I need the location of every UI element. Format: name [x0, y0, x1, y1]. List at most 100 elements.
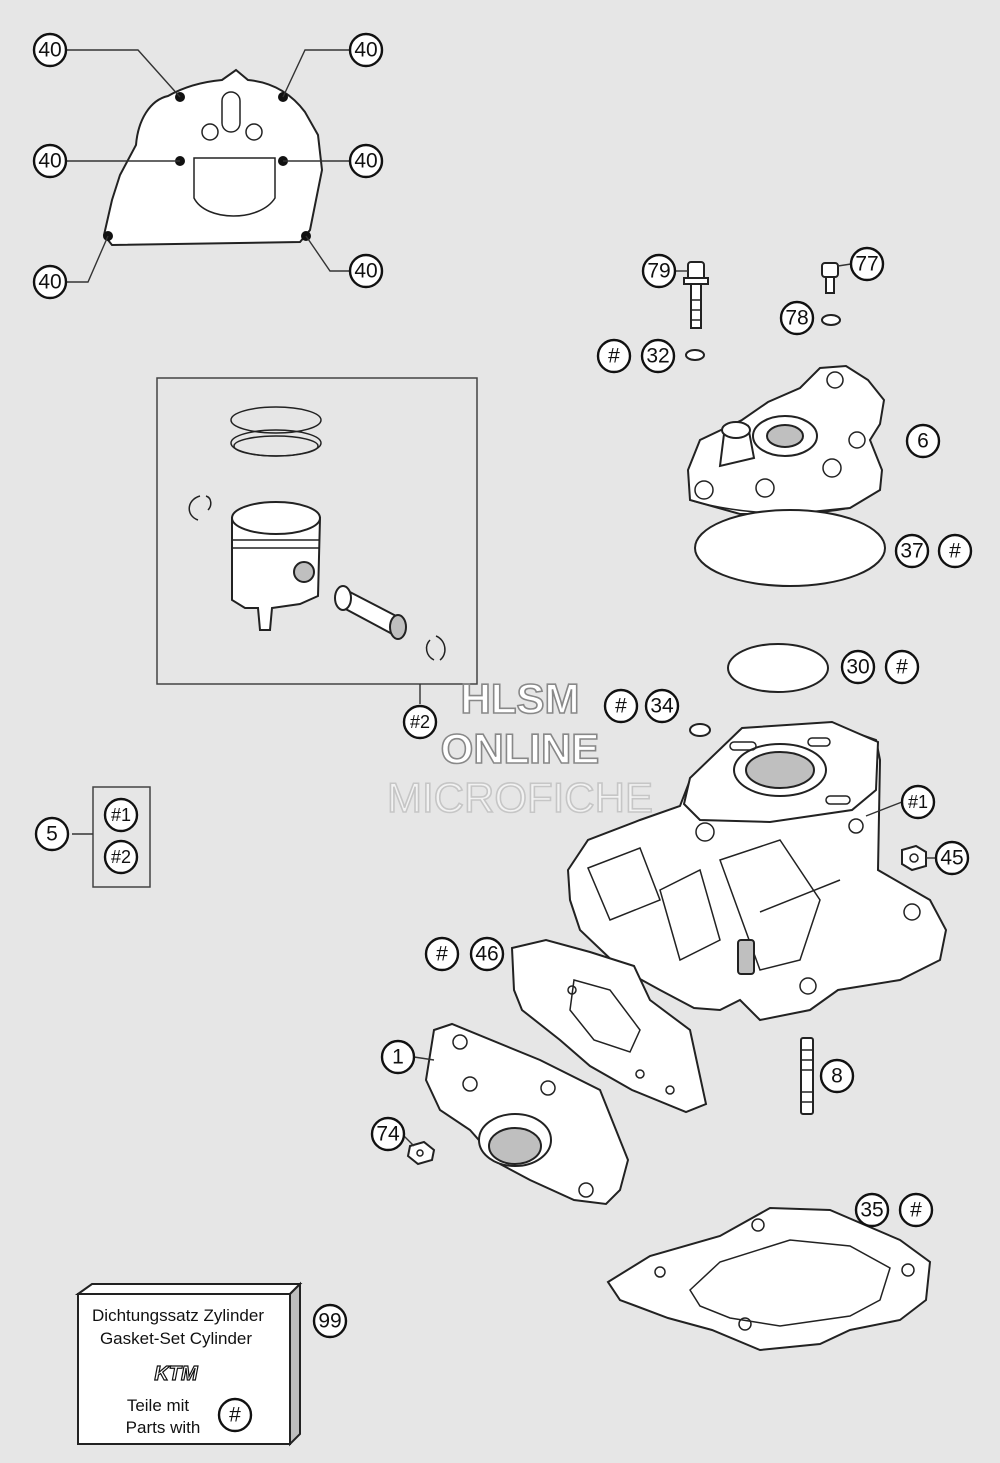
svg-text:#: #	[229, 1404, 241, 1427]
callout-40-mid-right[interactable]: 40	[348, 143, 384, 179]
callout-37-hash[interactable]: #	[937, 533, 973, 569]
svg-text:40: 40	[38, 150, 61, 173]
svg-text:78: 78	[785, 307, 808, 330]
svg-text:#: #	[896, 656, 908, 679]
svg-text:45: 45	[940, 847, 963, 870]
svg-text:40: 40	[354, 39, 377, 62]
callout-32[interactable]: 32	[640, 338, 676, 374]
ktm-logo: KTM	[154, 1363, 199, 1385]
gasket-box-line4: Parts with	[126, 1418, 201, 1437]
callout-40-top-right[interactable]: 40	[348, 32, 384, 68]
svg-text:35: 35	[860, 1199, 883, 1222]
callout-35-hash[interactable]: #	[898, 1192, 934, 1228]
watermark: HLSM ONLINE MICROFICHE	[386, 674, 654, 822]
svg-text:6: 6	[917, 430, 929, 453]
callout-37[interactable]: 37	[894, 533, 930, 569]
callout-40-bottom-right[interactable]: 40	[348, 253, 384, 289]
svg-text:#1: #1	[908, 792, 928, 812]
callout-32-hash[interactable]: #	[596, 338, 632, 374]
gasket-box-line2: Gasket-Set Cylinder	[100, 1329, 252, 1348]
screw-77	[821, 262, 839, 294]
svg-text:#: #	[910, 1199, 922, 1222]
base-gasket-top	[102, 68, 324, 247]
svg-text:77: 77	[855, 253, 878, 276]
circlip-right	[425, 635, 446, 661]
circlip-left	[188, 495, 212, 521]
callout-piston-kit[interactable]: #2	[402, 704, 438, 740]
callout-30-hash[interactable]: #	[884, 649, 920, 685]
washer-78	[821, 314, 841, 326]
svg-text:#1: #1	[111, 805, 131, 825]
svg-text:#: #	[608, 345, 620, 368]
gasket-box-line1: Dichtungssatz Zylinder	[92, 1306, 264, 1325]
svg-text:#2: #2	[111, 847, 131, 867]
intake-flange	[424, 1022, 630, 1206]
callout-cylinder[interactable]: #1	[900, 784, 936, 820]
callout-30[interactable]: 30	[840, 649, 876, 685]
svg-text:#2: #2	[410, 712, 430, 732]
base-gasket-leaders	[66, 49, 349, 283]
svg-text:34: 34	[650, 695, 674, 718]
callout-6[interactable]: 6	[905, 423, 941, 459]
o-ring-30	[727, 643, 829, 693]
callout-40-bottom-left[interactable]: 40	[32, 264, 68, 300]
callout-5-kit-1[interactable]: #1	[103, 797, 139, 833]
callout-35[interactable]: 35	[854, 1192, 890, 1228]
nut-74	[406, 1140, 436, 1166]
svg-text:#: #	[615, 695, 627, 718]
callout-46-hash[interactable]: #	[424, 936, 460, 972]
head-bolt-79	[683, 261, 709, 329]
kit-box-5	[92, 786, 151, 888]
head-o-ring-37	[694, 509, 886, 587]
svg-text:37: 37	[900, 540, 923, 563]
callout-8[interactable]: 8	[819, 1058, 855, 1094]
gasket-box-symbol: #	[217, 1397, 253, 1433]
callout-77[interactable]: 77	[849, 246, 885, 282]
callout-5[interactable]: 5	[34, 816, 70, 852]
callout-34-hash[interactable]: #	[603, 688, 639, 724]
callout-5-kit-2[interactable]: #2	[103, 839, 139, 875]
svg-text:40: 40	[354, 150, 377, 173]
callout-45[interactable]: 45	[934, 840, 970, 876]
reed-gasket-46	[510, 938, 708, 1114]
svg-text:40: 40	[38, 271, 61, 294]
svg-text:8: 8	[831, 1065, 843, 1088]
svg-text:40: 40	[38, 39, 61, 62]
watermark-line3: MICROFICHE	[387, 774, 653, 821]
gasket-set-box	[74, 1281, 303, 1447]
piston	[231, 501, 322, 631]
o-ring-34	[689, 723, 711, 737]
svg-text:74: 74	[376, 1123, 400, 1146]
callout-1[interactable]: 1	[380, 1039, 416, 1075]
svg-text:32: 32	[646, 345, 669, 368]
cylinder-base-gasket-35	[606, 1206, 932, 1352]
svg-text:#: #	[949, 540, 961, 563]
piston-pin	[334, 585, 407, 640]
callout-40-mid-left[interactable]: 40	[32, 143, 68, 179]
callout-34[interactable]: 34	[644, 688, 680, 724]
watermark-line2: ONLINE	[441, 725, 600, 772]
stud-8	[800, 1037, 814, 1115]
piston-kit-frame	[156, 377, 478, 685]
washer-32	[685, 349, 705, 361]
callout-74[interactable]: 74	[370, 1116, 406, 1152]
svg-text:1: 1	[392, 1046, 404, 1069]
svg-text:#: #	[436, 943, 448, 966]
svg-text:5: 5	[46, 823, 58, 846]
cylinder-head	[686, 364, 886, 515]
callout-99[interactable]: 99	[312, 1303, 348, 1339]
cylinder	[566, 720, 948, 1022]
callout-46[interactable]: 46	[469, 936, 505, 972]
callout-40-top-left[interactable]: 40	[32, 32, 68, 68]
svg-text:40: 40	[354, 260, 377, 283]
svg-text:30: 30	[846, 656, 869, 679]
callout-78[interactable]: 78	[779, 300, 815, 336]
svg-text:99: 99	[318, 1310, 341, 1333]
piston-rings	[230, 406, 322, 457]
callout-79[interactable]: 79	[641, 253, 677, 289]
watermark-line1: HLSM	[461, 675, 580, 722]
gasket-box-line3: Teile mit	[127, 1396, 190, 1415]
svg-text:79: 79	[647, 260, 670, 283]
nut-45	[901, 844, 927, 872]
